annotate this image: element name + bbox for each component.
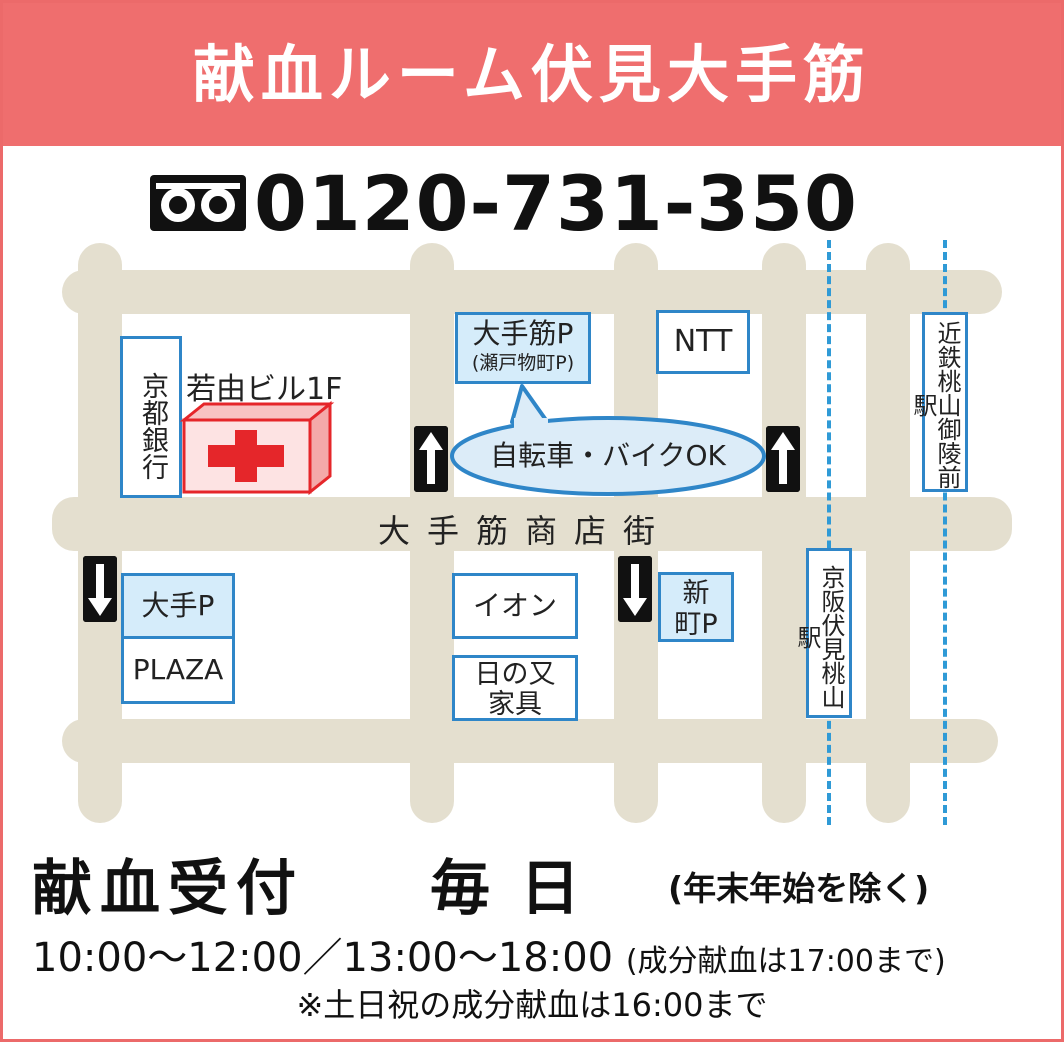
one-way-up-arrow-icon	[414, 426, 448, 492]
ntt-label: NTT	[656, 310, 750, 374]
bank-label: 京都銀行	[120, 336, 182, 498]
reception-daily: 毎日	[430, 854, 610, 924]
road-horizontal-main	[52, 497, 1012, 551]
bike-ok-label: 自転車・バイクOK	[490, 439, 726, 472]
one-way-up-arrow-icon	[766, 426, 800, 492]
reception-title: 献血受付	[32, 854, 304, 924]
phone-block: 0120-731-350	[150, 158, 858, 248]
aeon-label: イオン	[452, 573, 578, 639]
building-label: 若由ビル1F	[186, 372, 343, 407]
phone-number[interactable]: 0120-731-350	[254, 158, 858, 248]
road-horizontal-bottom	[62, 719, 998, 763]
station-keihan-label[interactable]: 京阪伏見桃山駅	[793, 548, 852, 718]
one-way-down-arrow-icon	[618, 556, 652, 622]
rail-line-keihan	[827, 240, 831, 825]
reception-hours: 10:00〜12:00／13:00〜18:00 (成分献血は17:00まで)	[32, 925, 946, 983]
weekend-note: ※土日祝の成分献血は16:00まで	[296, 986, 768, 1024]
road-horizontal-top	[62, 270, 1002, 314]
hours-text: 10:00〜12:00／13:00〜18:00	[32, 935, 614, 981]
rail-line-kintetsu	[943, 240, 947, 825]
street-label: 大手筋商店街	[378, 512, 673, 550]
parking-otesuji-label: 大手筋P (瀬戸物町P)	[455, 312, 591, 384]
parking-shinmachi-label: 新町P	[658, 572, 734, 642]
hours-note: (成分献血は17:00まで)	[625, 944, 946, 979]
furniture-label: 日の又 家具	[452, 655, 578, 721]
parking-ote-label: 大手P	[121, 573, 235, 639]
plaza-label: PLAZA	[121, 636, 235, 704]
holiday-exception: (年末年始を除く)	[668, 869, 930, 908]
station-kintetsu-label[interactable]: 近鉄桃山御陵前駅	[909, 312, 968, 492]
donation-room-marker[interactable]	[180, 400, 336, 496]
freedial-icon	[150, 175, 246, 231]
one-way-down-arrow-icon	[83, 556, 117, 622]
bike-ok-bubble	[450, 384, 766, 496]
page-title: 献血ルーム伏見大手筋	[3, 3, 1061, 146]
